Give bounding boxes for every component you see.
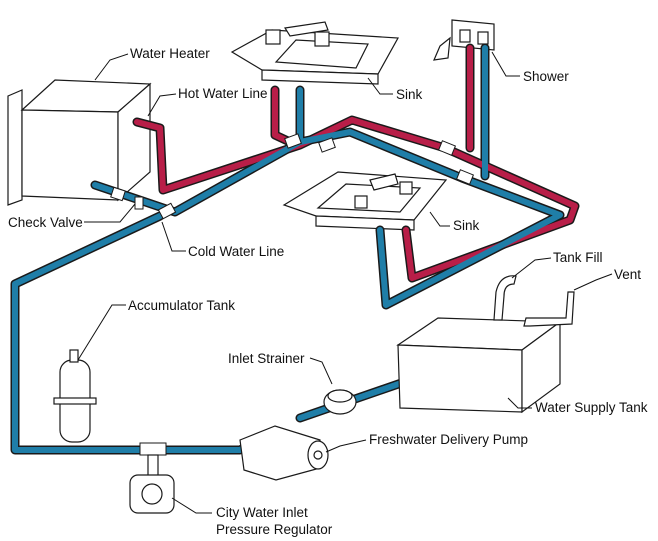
label-tank-fill: Tank Fill bbox=[553, 250, 603, 265]
label-accumulator-tank: Accumulator Tank bbox=[128, 298, 235, 313]
freshwater-delivery-pump bbox=[239, 425, 329, 481]
inlet-strainer bbox=[323, 389, 357, 415]
label-pressure-regulator: Pressure Regulator bbox=[216, 522, 333, 537]
label-sink-upper: Sink bbox=[396, 87, 423, 102]
label-hot-water-line: Hot Water Line bbox=[178, 86, 268, 101]
leader-lines bbox=[77, 51, 613, 514]
label-freshwater-delivery-pump: Freshwater Delivery Pump bbox=[369, 432, 528, 447]
water-heater bbox=[7, 79, 152, 206]
label-shower: Shower bbox=[523, 69, 569, 84]
label-inlet-strainer: Inlet Strainer bbox=[228, 351, 305, 366]
label-vent: Vent bbox=[614, 267, 641, 282]
label-sink-lower: Sink bbox=[453, 218, 480, 233]
shower bbox=[433, 19, 495, 61]
label-cold-water-line: Cold Water Line bbox=[188, 244, 284, 259]
sink-lower bbox=[282, 171, 448, 231]
label-city-water-inlet: City Water Inlet bbox=[216, 505, 308, 520]
label-water-heater: Water Heater bbox=[130, 46, 210, 61]
water-supply-tank bbox=[396, 275, 575, 414]
city-water-inlet bbox=[129, 454, 175, 514]
accumulator-tank bbox=[53, 349, 97, 443]
check-valve bbox=[134, 196, 144, 210]
label-water-supply-tank: Water Supply Tank bbox=[535, 400, 648, 415]
label-check-valve: Check Valve bbox=[8, 215, 83, 230]
sink-upper bbox=[230, 21, 399, 85]
